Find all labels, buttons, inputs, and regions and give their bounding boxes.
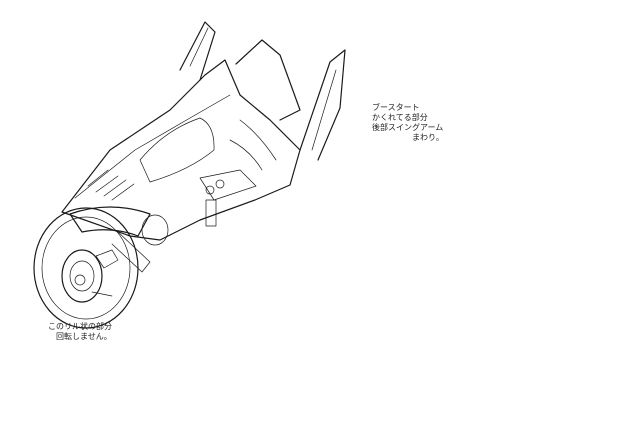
note-booster-hidden-area: ブースタート かくれてる部分 後部スイングアーム まわり。 xyxy=(372,103,444,143)
upper-fin xyxy=(179,21,216,81)
rear-fin xyxy=(299,49,346,161)
note-line: 回転しません。 xyxy=(56,332,112,341)
front-wheel xyxy=(33,207,139,329)
note-wheel-does-not-rotate: このリル状の部分 回転しません。 xyxy=(48,322,112,342)
note-line: まわり。 xyxy=(412,133,444,142)
bike-body xyxy=(61,59,301,241)
front-hub xyxy=(61,249,103,303)
note-line: かくれてる部分 xyxy=(372,113,428,122)
note-line: ブースタート xyxy=(372,103,420,112)
note-line: このリル状の部分 xyxy=(48,322,112,331)
note-line: 後部スイングアーム xyxy=(372,123,444,132)
bike-front-view xyxy=(33,21,346,329)
